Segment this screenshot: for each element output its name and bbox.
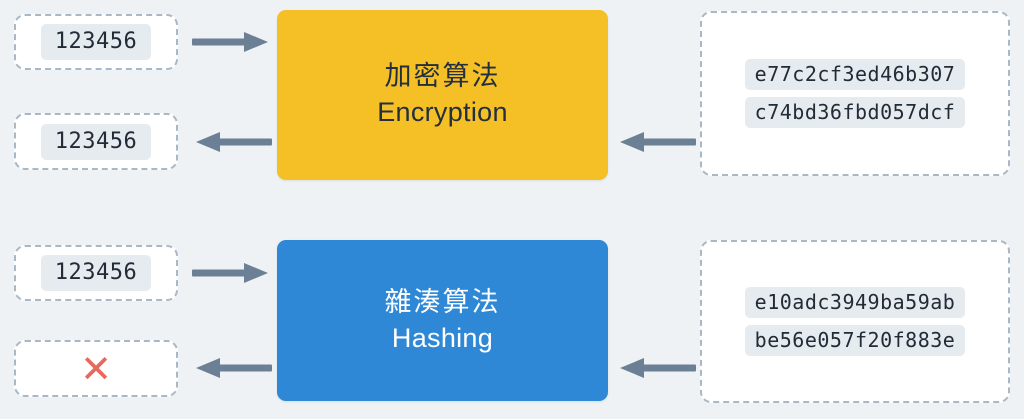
encryption-reverse-arrow-left-icon-right	[620, 132, 696, 152]
encryption-decrypted-value: 123456	[40, 123, 152, 160]
hashing-reverse-arrow-left-icon-left	[196, 358, 272, 378]
encryption-output-line-2: c74bd36fbd057dcf	[744, 97, 966, 128]
encryption-input-panel: 123456	[14, 14, 178, 70]
hashing-input-value: 123456	[40, 255, 152, 291]
encryption-input-value: 123456	[40, 24, 152, 60]
hashing-output-panel: e10adc3949ba59ab be56e057f20f883e	[700, 240, 1010, 403]
hashing-irreversible-cross-icon: ✕	[80, 346, 112, 391]
encryption-output-panel: e77c2cf3ed46b307 c74bd36fbd057dcf	[700, 11, 1010, 176]
hashing-title-en: Hashing	[391, 322, 494, 353]
encryption-title-cjk: 加密算法	[384, 61, 501, 92]
encryption-title-en: Encryption	[377, 97, 508, 127]
encryption-reverse-arrow-left-icon-left	[196, 132, 272, 152]
encryption-output-line-1: e77c2cf3ed46b307	[744, 59, 966, 90]
hashing-input-panel: 123456	[14, 245, 178, 301]
hashing-output-line-1: e10adc3949ba59ab	[744, 287, 966, 318]
hashing-algorithm-box: 雜湊算法 Hashing	[277, 240, 608, 401]
hashing-output-line-2: be56e057f20f883e	[744, 325, 966, 356]
encryption-forward-arrow-right-icon	[192, 32, 268, 52]
hashing-reverse-arrow-left-icon-right	[620, 358, 696, 378]
hashing-title-cjk: 雜湊算法	[384, 286, 501, 317]
encryption-algorithm-box: 加密算法 Encryption	[277, 10, 608, 180]
encryption-decrypted-panel: 123456	[14, 113, 178, 170]
hashing-forward-arrow-right-icon	[192, 263, 268, 283]
hashing-irreversible-panel: ✕	[14, 340, 178, 397]
